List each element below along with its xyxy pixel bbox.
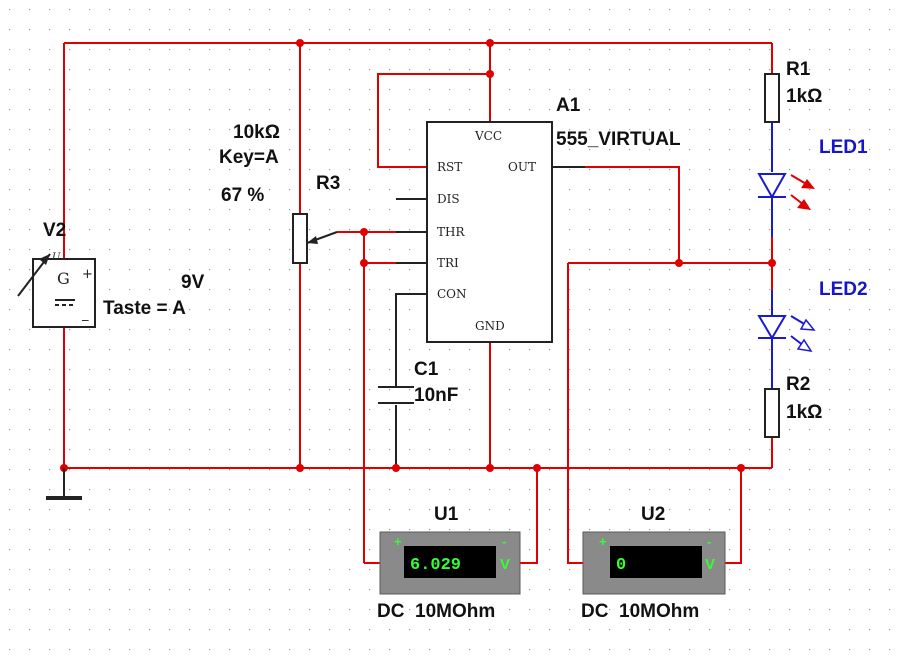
u2-plus-terminal: +: [599, 534, 607, 549]
r3-name: R3: [316, 173, 340, 194]
wire-u2-plus: [567, 263, 583, 564]
junction: [360, 259, 368, 267]
a1-pin-rst: RST: [437, 160, 462, 174]
r1-resistor[interactable]: R1 1kΩ: [764, 59, 822, 172]
led1-ray-arrow-icon: [801, 179, 815, 189]
led1-diode-icon: [757, 173, 787, 200]
r3-value: 10kΩ: [233, 122, 280, 143]
c1-value: 10nF: [414, 385, 458, 406]
r3-key: Key=A: [219, 147, 279, 168]
junction: [675, 259, 683, 267]
r2-value: 1kΩ: [786, 402, 822, 423]
u1-plus-terminal: +: [394, 534, 402, 549]
u1-minus-terminal: -: [502, 534, 506, 549]
u2-voltmeter[interactable]: 0 V + - U2 DC 10MOhm: [581, 504, 726, 622]
u2-mode: DC 10MOhm: [581, 601, 699, 622]
v2-value: 9V: [181, 272, 205, 293]
r1-body: [764, 73, 780, 123]
junction: [296, 39, 304, 47]
c1-name: C1: [414, 359, 439, 380]
u1-name: U1: [434, 504, 459, 525]
u2-unit: V: [705, 556, 715, 573]
a1-pin-gnd: GND: [475, 319, 505, 333]
led2-ray-arrow-icon: [796, 338, 813, 352]
junction: [737, 464, 745, 472]
a1-pin-thr: THR: [437, 225, 465, 239]
wire-rst: [377, 73, 490, 168]
a1-pin-vcc: VCC: [474, 129, 502, 143]
v2-name: V2: [43, 220, 66, 241]
ground-symbol[interactable]: [46, 468, 82, 500]
u1-display: [404, 546, 496, 578]
junction: [360, 228, 368, 236]
r1-name: R1: [786, 59, 811, 80]
wire-con: [395, 293, 427, 387]
junction: [486, 39, 494, 47]
a1-pin-out: OUT: [508, 160, 536, 174]
u1-mode: DC 10MOhm: [377, 601, 495, 622]
led2[interactable]: LED2: [757, 279, 868, 389]
c1-wires: [378, 293, 427, 468]
a1-pin-con: CON: [437, 287, 467, 301]
v2-plus-sign: +: [82, 267, 93, 282]
v2-key: Taste = A: [103, 298, 186, 319]
v2-symbol-letter: G: [57, 269, 70, 288]
r2-resistor[interactable]: R2 1kΩ: [764, 374, 822, 438]
u2-display: [610, 546, 702, 578]
v2-tiny-label: U: [52, 252, 61, 263]
r2-name: R2: [786, 374, 810, 395]
wires: [63, 42, 773, 564]
led1-ray-arrow-icon: [797, 199, 811, 210]
wire-out: [585, 166, 680, 263]
r2-body: [764, 388, 780, 438]
a1-model: 555_VIRTUAL: [556, 129, 681, 150]
junction: [533, 464, 541, 472]
u2-reading: 0: [616, 556, 626, 575]
a1-name: A1: [556, 95, 581, 116]
v2-minus-sign: _: [81, 307, 89, 322]
u1-voltmeter[interactable]: 6.029 V + - U1 DC 10MOhm: [377, 504, 521, 622]
wire-u1-minus: [520, 468, 538, 564]
c1-capacitor[interactable]: C1 10nF: [414, 359, 458, 406]
u2-minus-terminal: -: [707, 534, 711, 549]
u1-reading: 6.029: [410, 556, 461, 575]
v2-source[interactable]: G + _ U V2 9V Taste = A: [17, 220, 205, 328]
r3-potentiometer[interactable]: 10kΩ Key=A 67 % R3: [219, 122, 340, 264]
u2-name: U2: [641, 504, 665, 525]
u1-unit: V: [500, 556, 510, 573]
junction: [486, 464, 494, 472]
v2-body: [32, 258, 96, 328]
led1[interactable]: LED1: [757, 137, 868, 237]
v2-arrow-head-icon: [39, 254, 50, 265]
r3-wiper-arrow-icon: [307, 236, 318, 244]
led2-name: LED2: [819, 279, 868, 300]
wire-u2-minus: [725, 468, 742, 564]
a1-pin-dis: DIS: [437, 192, 460, 206]
junction: [768, 259, 776, 267]
r3-percent: 67 %: [221, 185, 264, 206]
led1-name: LED1: [819, 137, 868, 158]
r1-value: 1kΩ: [786, 86, 822, 107]
r3-body: [292, 213, 308, 264]
junction: [486, 70, 494, 78]
a1-555-timer[interactable]: VCC RST OUT DIS THR TRI CON GND A1 555_V…: [396, 95, 681, 343]
led2-ray-arrow-icon: [799, 318, 816, 331]
led2-diode-icon: [757, 315, 787, 340]
a1-pin-tri: TRI: [437, 256, 459, 270]
junction: [392, 464, 400, 472]
junction: [296, 464, 304, 472]
